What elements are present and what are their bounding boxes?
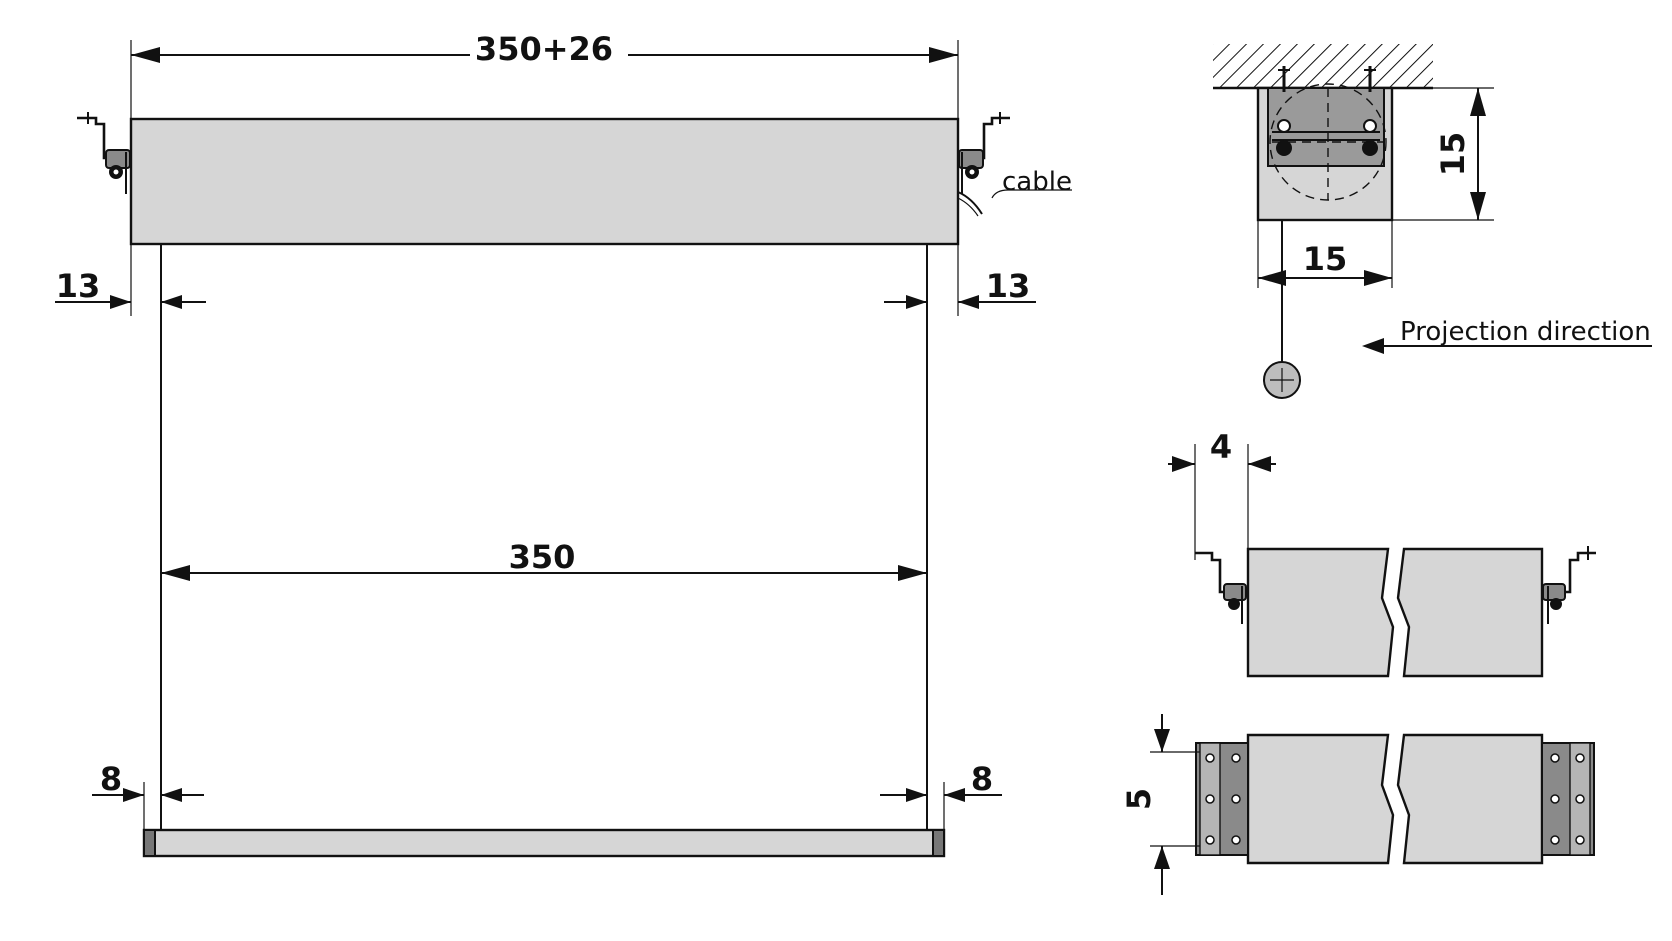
bolt-icon	[1205, 753, 1241, 845]
front-view: 350+26 cable	[55, 30, 1072, 858]
cable-icon	[957, 191, 983, 215]
cable-label: cable	[1002, 167, 1072, 197]
cable-leader-line	[991, 189, 1072, 199]
arrowhead	[898, 565, 927, 581]
arrowhead	[161, 788, 182, 802]
bottom-height-label: 5	[1120, 788, 1158, 810]
bottom-bar-end-cap	[932, 829, 945, 857]
bracket-offset-label: 4	[1210, 428, 1232, 466]
housing-segment-left	[1246, 547, 1395, 678]
projection-arrow-icon	[1362, 338, 1384, 354]
right-bracket-icon	[1542, 546, 1596, 624]
bottom-left-offset-label: 8	[100, 760, 122, 798]
right-offset-label: 13	[986, 267, 1031, 305]
arrowhead	[123, 788, 144, 802]
arrowhead	[906, 295, 927, 309]
right-bracket-icon	[958, 112, 1010, 194]
screw-icon	[1278, 66, 1290, 92]
bottom-bar	[142, 828, 946, 858]
ceiling-hatch	[1213, 44, 1433, 88]
side-depth-label: 15	[1303, 240, 1348, 278]
cable-icon	[957, 197, 979, 217]
arrowhead	[1470, 88, 1486, 116]
arrowhead	[1154, 729, 1170, 752]
arrowhead	[1248, 456, 1271, 472]
bottom-right-offset-label: 8	[971, 760, 993, 798]
arrowhead	[1470, 192, 1486, 220]
arrowhead	[1172, 456, 1195, 472]
left-bracket-icon	[1195, 551, 1247, 624]
arrowhead	[161, 295, 182, 309]
arrowhead	[110, 295, 131, 309]
left-bracket-icon	[77, 112, 131, 194]
bracket-view: 4	[1168, 428, 1596, 678]
arrowhead	[1364, 270, 1392, 286]
arrowhead	[929, 47, 958, 63]
bottom-housing-segment-right	[1396, 733, 1544, 865]
screen-housing	[129, 117, 960, 246]
housing-segment-right	[1396, 547, 1544, 678]
overall-width-label: 350+26	[475, 30, 613, 68]
bolt-icon	[1550, 753, 1585, 845]
arrowhead	[906, 788, 927, 802]
bolt-icon	[1362, 140, 1378, 156]
bottom-view: 5	[1120, 714, 1595, 895]
bolt-icon	[1277, 119, 1291, 133]
screen-width-label: 350	[509, 538, 576, 576]
projection-direction-label: Projection direction	[1400, 317, 1651, 347]
arrowhead	[1154, 846, 1170, 869]
arrowhead	[131, 47, 160, 63]
side-view: 15 15 Projection direction	[1213, 44, 1652, 399]
arrowhead	[958, 295, 979, 309]
arrowhead	[944, 788, 965, 802]
arrowhead	[1258, 270, 1286, 286]
left-offset-label: 13	[56, 267, 101, 305]
screw-icon	[1364, 66, 1376, 92]
side-height-label: 15	[1434, 132, 1472, 177]
arrowhead	[161, 565, 190, 581]
bottom-bar-end-cap	[143, 829, 156, 857]
bolt-icon	[1363, 119, 1377, 133]
bottom-housing-segment-left	[1246, 733, 1395, 865]
bolt-icon	[1276, 140, 1292, 156]
